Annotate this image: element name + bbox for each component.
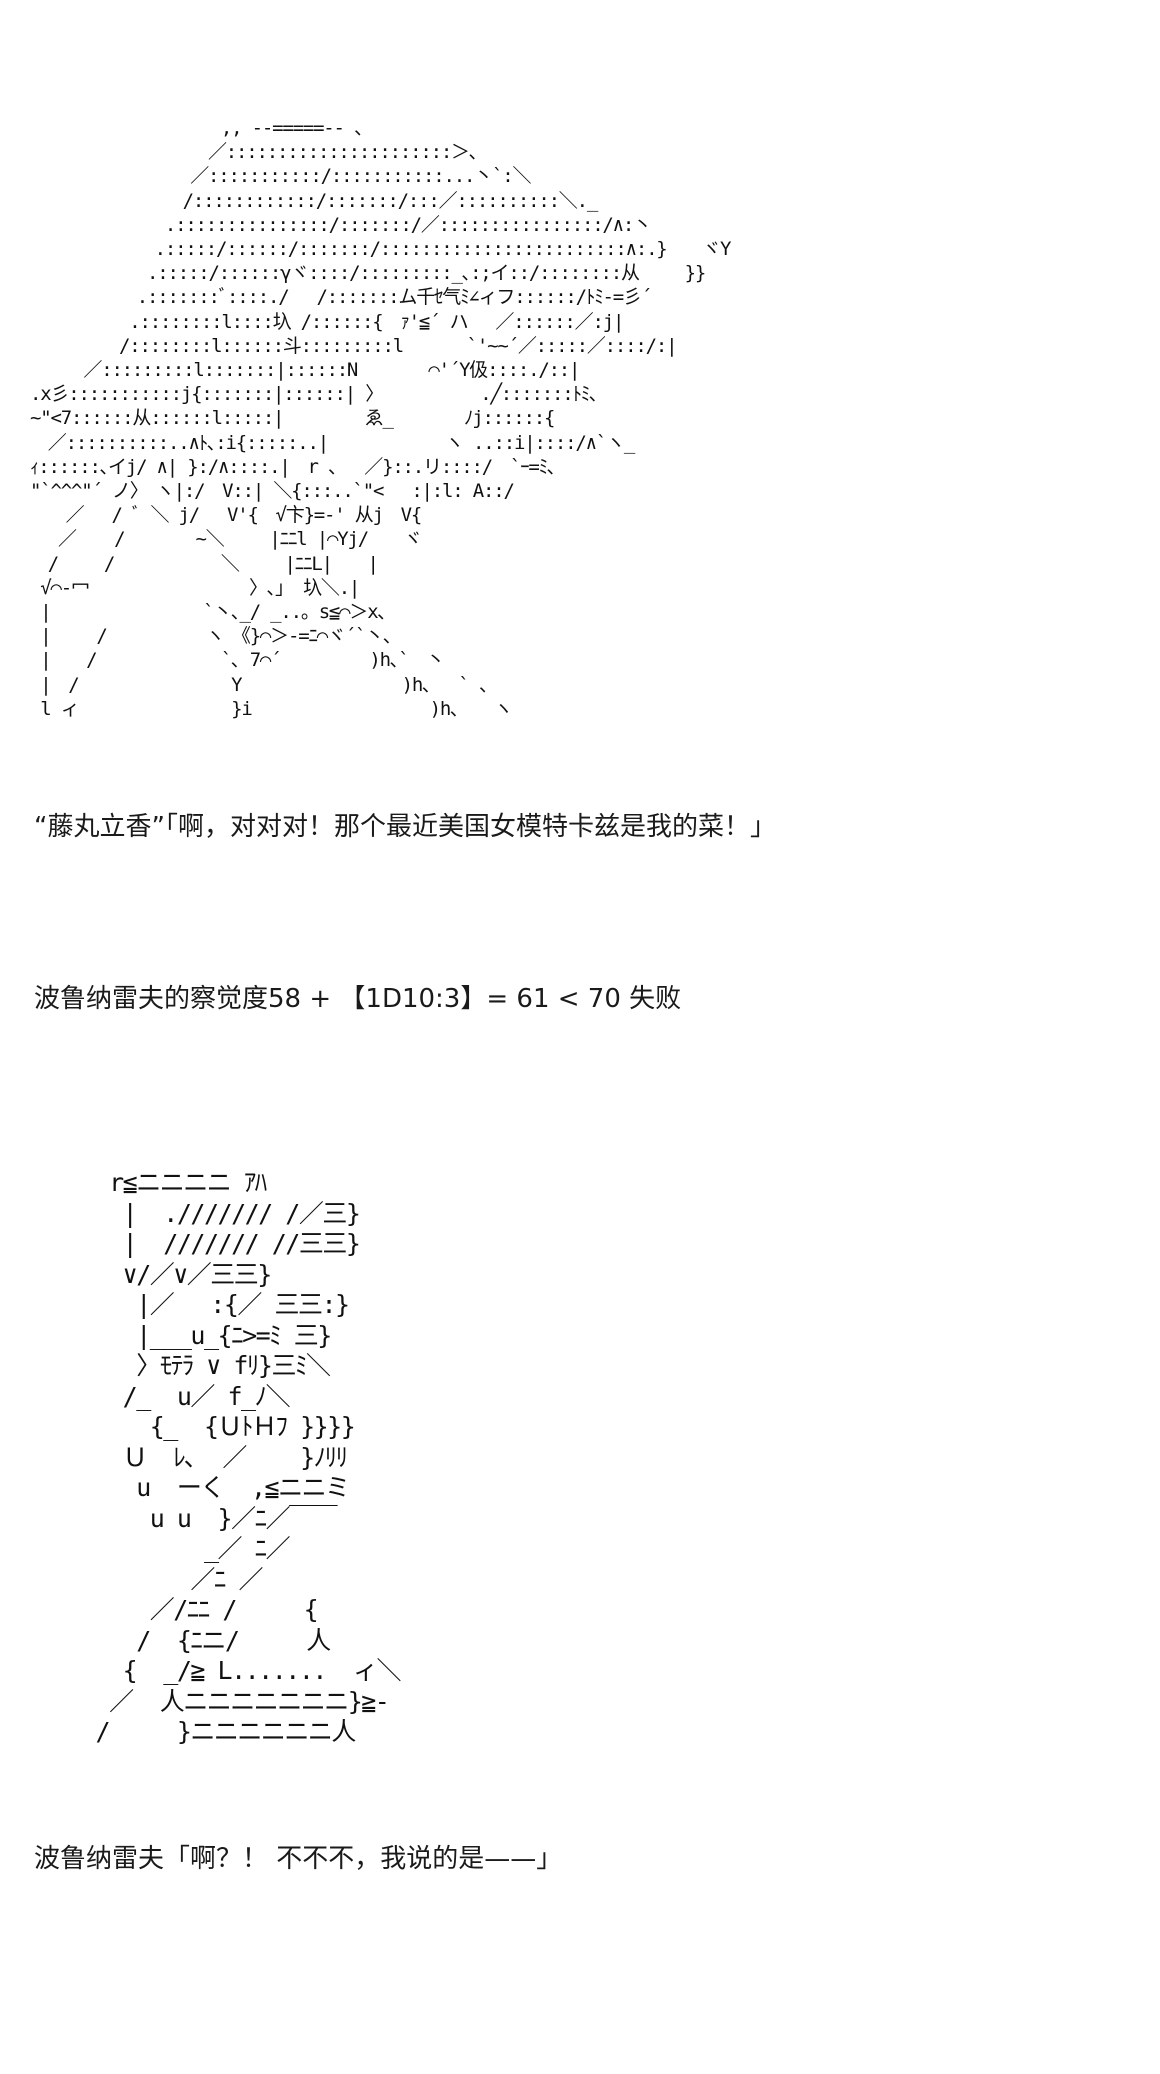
ascii-art-bottom: r≦ニニニニ ｱﾊ | ./////// /／三} | /////// //三三… xyxy=(95,1168,402,1746)
dialogue-line-polnareff: 波鲁纳雷夫「啊？！ 不不不，我说的是——」 xyxy=(34,1844,563,1874)
dice-roll-result: 波鲁纳雷夫的察觉度58 + 【1D10:3】= 61 < 70 失败 xyxy=(34,984,682,1014)
dialogue-line-fujimaru: “藤丸立香”「啊，对对对！那个最近美国女模特卡兹是我的菜！」 xyxy=(34,812,776,842)
ascii-art-top: ,, --=====-- 、 ／::::::::::::::::::::::＞､… xyxy=(30,117,731,720)
